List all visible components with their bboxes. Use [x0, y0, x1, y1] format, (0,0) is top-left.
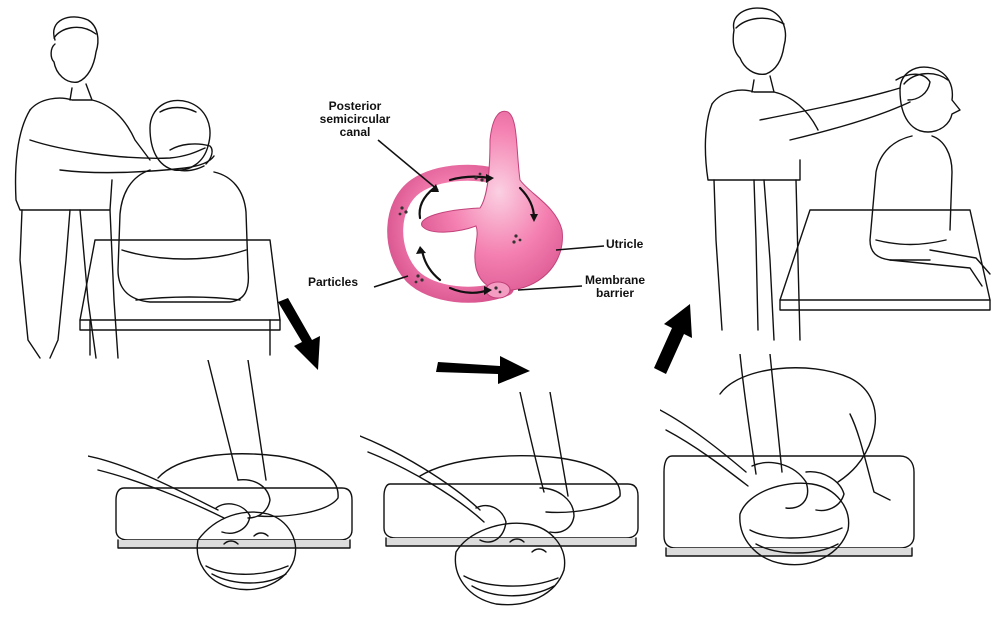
label-posterior-canal-line3: canal: [312, 126, 398, 139]
step-arrow-2: [436, 352, 532, 386]
label-membrane-barrier: Membrane barrier: [580, 274, 650, 300]
label-utricle: Utricle: [606, 238, 643, 251]
step-side-lying-illustration: [660, 354, 936, 590]
step-seated-return-illustration: [700, 0, 993, 345]
label-posterior-canal: Posterior semicircular canal: [312, 100, 398, 139]
step-supine-head-turned-illustration: [88, 360, 368, 610]
label-membrane-barrier-line2: barrier: [580, 287, 650, 300]
label-particles: Particles: [308, 276, 358, 289]
step-supine-head-rotated-illustration: [360, 392, 650, 617]
